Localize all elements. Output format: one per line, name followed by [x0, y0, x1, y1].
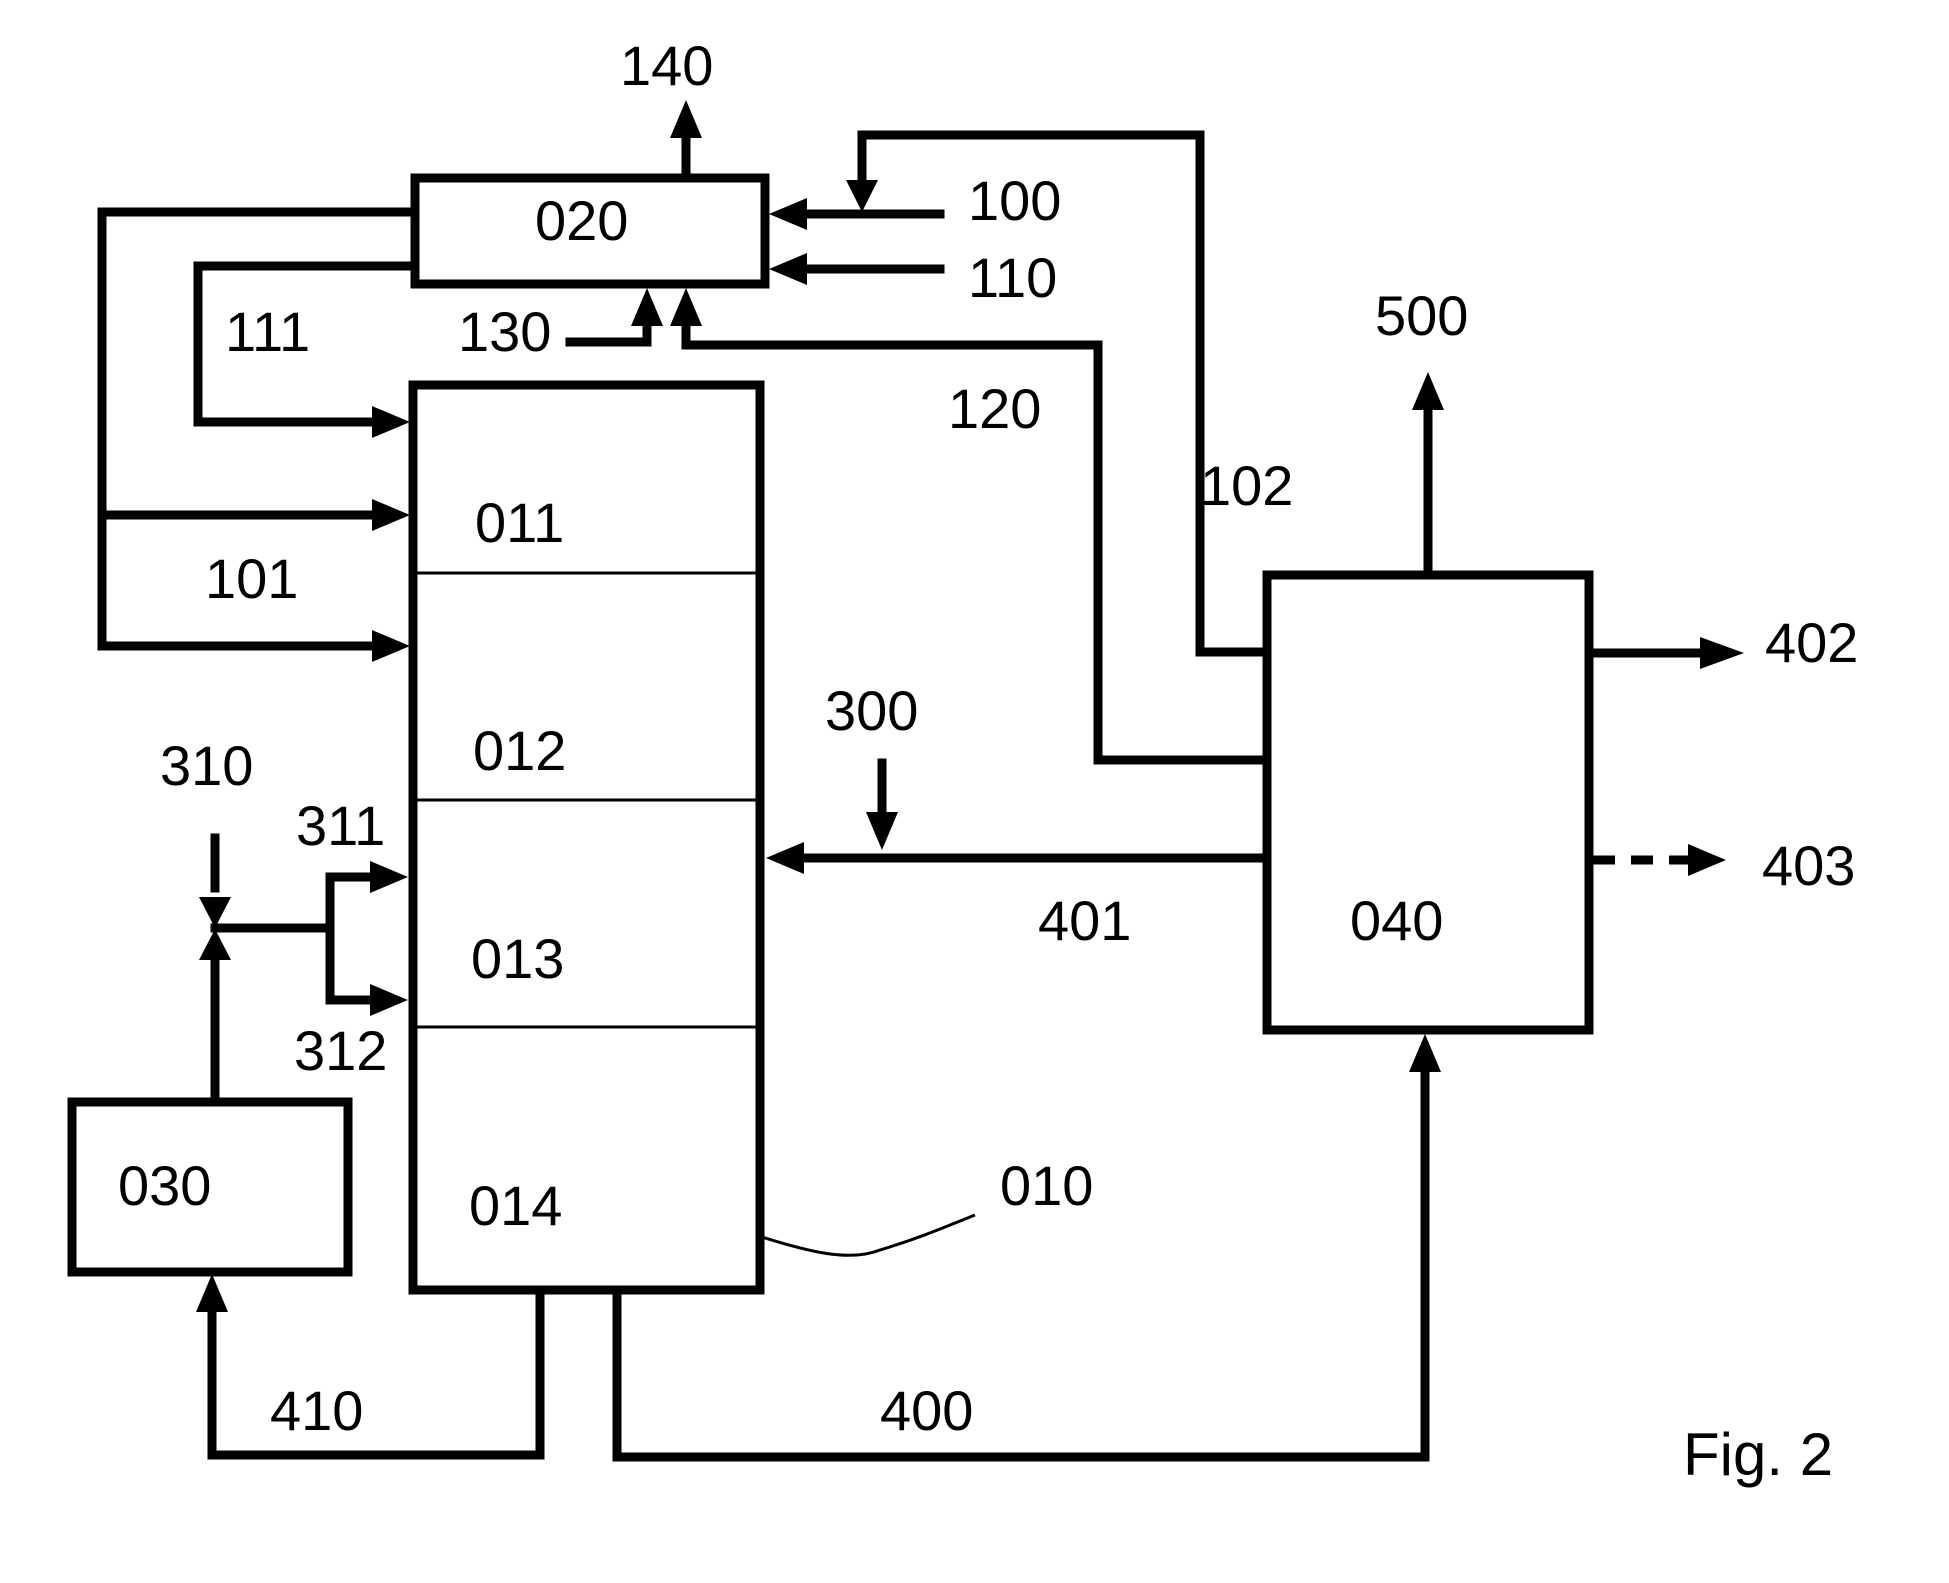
label-130: 130	[458, 300, 551, 363]
label-410: 410	[270, 1379, 363, 1442]
label-101: 101	[205, 547, 298, 610]
label-120: 120	[948, 377, 1041, 440]
label-030: 030	[118, 1154, 211, 1217]
label-040: 040	[1350, 889, 1443, 952]
label-140: 140	[620, 34, 713, 97]
line-410	[212, 1290, 540, 1455]
label-110: 110	[968, 246, 1057, 309]
label-310: 310	[160, 734, 253, 797]
arrowhead-102	[846, 180, 878, 212]
arrowhead-junction-up	[199, 929, 231, 960]
column-010-box	[413, 385, 760, 1290]
label-401: 401	[1038, 889, 1131, 952]
arrowhead-junction-down	[199, 897, 231, 928]
arrowhead-100	[769, 198, 807, 230]
label-403: 403	[1762, 834, 1855, 897]
arrowhead-110	[769, 253, 807, 285]
column-010	[413, 385, 760, 1290]
label-020: 020	[535, 189, 628, 252]
leader-010	[762, 1215, 975, 1255]
label-311: 311	[296, 794, 385, 857]
label-300: 300	[825, 679, 918, 742]
label-111: 111	[225, 300, 310, 363]
arrowhead-140	[670, 100, 702, 138]
arrowhead-101-lower	[372, 630, 410, 662]
arrowhead-312	[370, 984, 408, 1016]
arrowhead-120	[670, 288, 702, 326]
arrowhead-300	[866, 812, 898, 850]
label-500: 500	[1375, 284, 1468, 347]
arrowhead-401	[766, 842, 804, 874]
arrowhead-311	[370, 861, 408, 893]
label-312: 312	[294, 1019, 387, 1082]
arrowhead-403	[1688, 844, 1726, 876]
arrowhead-111	[372, 406, 410, 438]
label-013: 013	[471, 927, 564, 990]
label-402: 402	[1765, 611, 1858, 674]
figure-caption: Fig. 2	[1683, 1421, 1833, 1488]
label-102: 102	[1200, 454, 1293, 517]
arrowhead-500	[1412, 372, 1444, 410]
arrowhead-130	[631, 288, 663, 326]
unit-040-box	[1267, 575, 1589, 1030]
arrowhead-402	[1700, 637, 1744, 669]
label-012: 012	[473, 719, 566, 782]
label-400: 400	[880, 1379, 973, 1442]
arrowhead-101-upper	[372, 499, 410, 531]
label-011: 011	[475, 491, 564, 554]
arrowhead-410	[196, 1274, 228, 1312]
arrowhead-400	[1409, 1034, 1441, 1072]
label-014: 014	[469, 1174, 562, 1237]
label-100: 100	[968, 169, 1061, 232]
label-010: 010	[1000, 1154, 1093, 1217]
